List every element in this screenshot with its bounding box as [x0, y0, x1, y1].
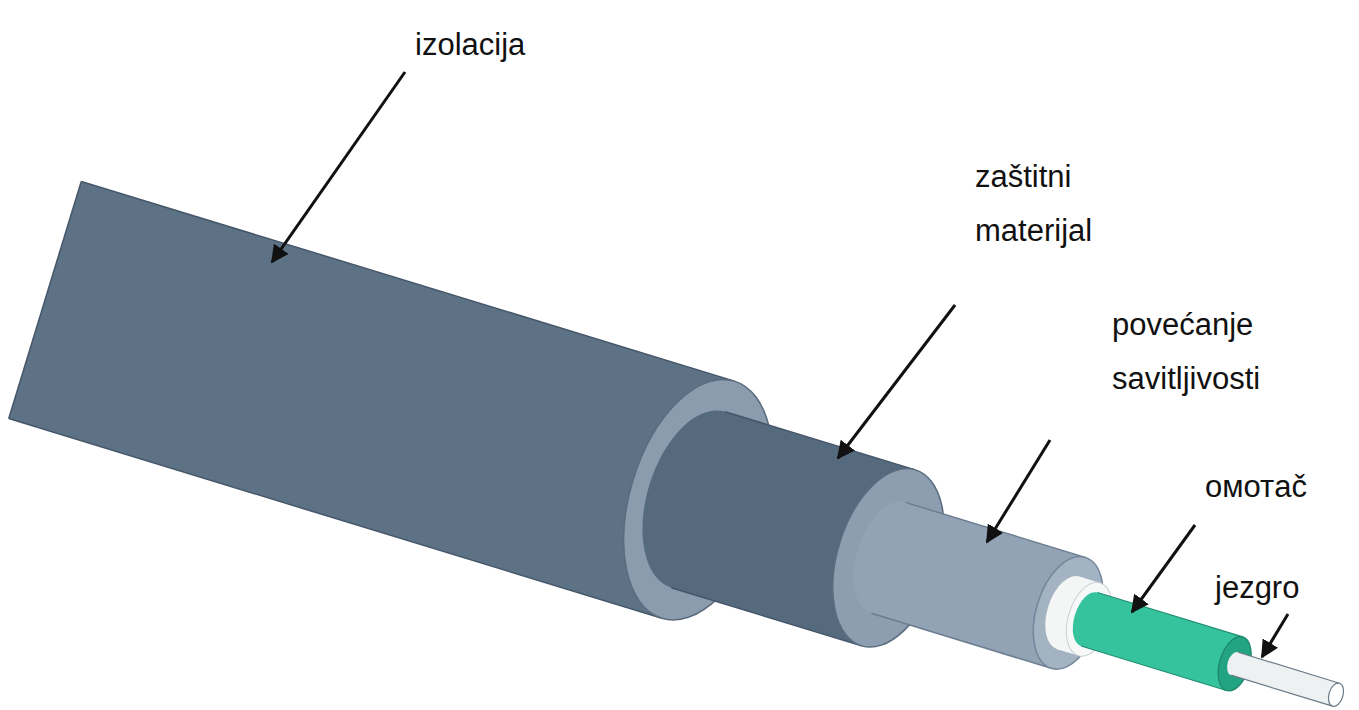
leader-arrow [987, 440, 1050, 542]
leader-arrow [272, 72, 405, 262]
leader-arrow [1132, 525, 1195, 612]
part-label: jezgro [1215, 561, 1345, 615]
core [1224, 650, 1346, 708]
part-label: zaštitni materijal [975, 150, 1145, 258]
part-label: povećanje savitljivosti [1112, 298, 1322, 406]
part-label: izolacija [415, 18, 635, 72]
leader-arrow [838, 305, 955, 458]
part-label: омотač [1205, 460, 1345, 514]
leader-arrow [1262, 614, 1288, 657]
